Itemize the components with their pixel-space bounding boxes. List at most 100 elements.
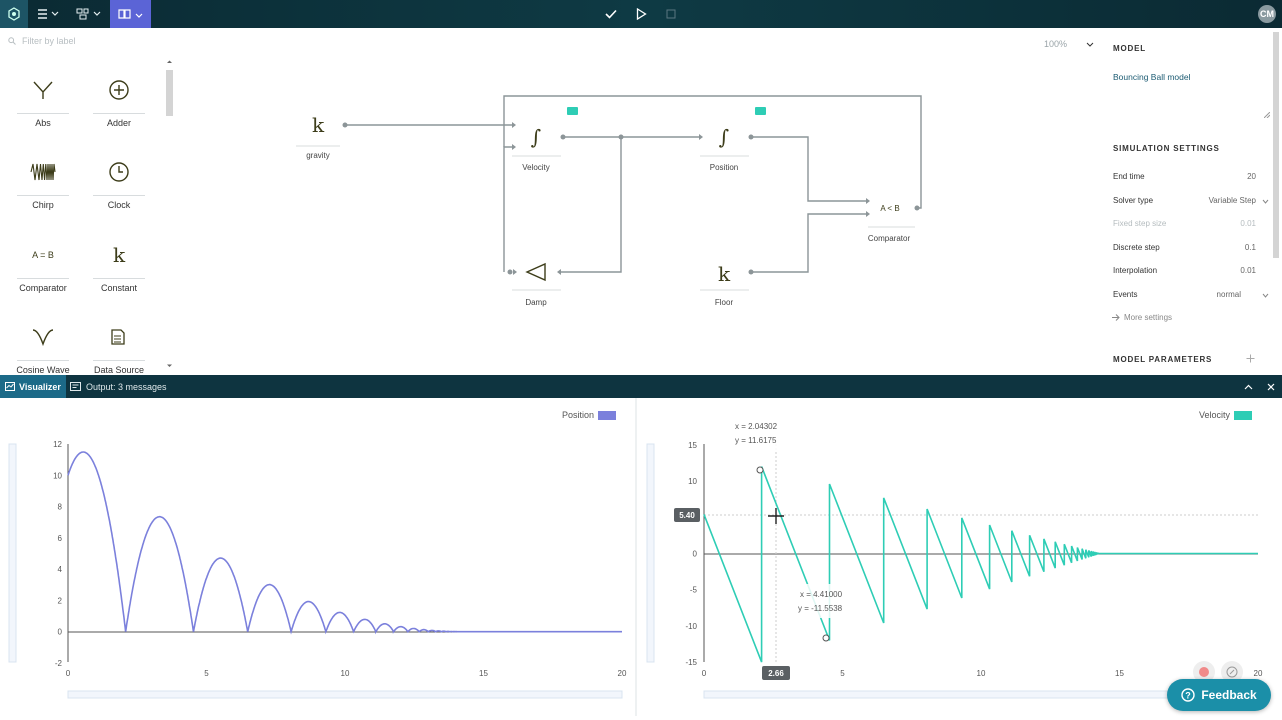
library-block-adder[interactable]: Adder (93, 66, 149, 138)
user-avatar[interactable]: CM (1258, 5, 1276, 23)
setting-solver-type[interactable]: Solver type Variable Step (1113, 196, 1269, 210)
feedback-button[interactable]: ? Feedback (1167, 679, 1271, 711)
comparator-glyph: A = B (32, 249, 54, 260)
node-floor[interactable]: k (700, 262, 749, 291)
layout-icon (76, 8, 101, 20)
model-name-textarea[interactable]: Bouncing Ball model (1113, 72, 1270, 118)
discrete-step-input[interactable]: 0.1 (1244, 243, 1256, 252)
legend-position[interactable]: Position (562, 410, 617, 420)
y-range-slider[interactable] (8, 443, 17, 663)
marker-point-1[interactable] (756, 466, 764, 474)
library-block-cosine-wave[interactable]: Cosine Wave (16, 313, 73, 385)
chevron-down-icon (1262, 199, 1269, 204)
svg-text:?: ? (1186, 691, 1192, 701)
solver-type-select[interactable]: Variable Step (1208, 196, 1256, 205)
setting-discrete-step[interactable]: Discrete step 0.1 (1113, 243, 1263, 257)
signal-wires (345, 95, 922, 273)
node-gravity[interactable]: k (296, 106, 340, 147)
setting-end-time[interactable]: End time 20 (1113, 172, 1263, 186)
annotate-button[interactable] (1221, 661, 1243, 683)
panel-scrollbar[interactable] (1273, 32, 1279, 362)
position-glyph: ∫ (719, 125, 729, 149)
help-icon: ? (1181, 688, 1196, 702)
node-label-position: Position (709, 163, 739, 172)
y-range-slider[interactable] (646, 443, 655, 663)
library-block-abs[interactable]: Abs (17, 66, 73, 138)
library-button[interactable] (110, 0, 151, 28)
velocity-glyph: ∫ (531, 125, 541, 149)
end-time-input[interactable]: 20 (1247, 172, 1256, 181)
library-book-icon (117, 9, 142, 19)
node-position[interactable]: ∫ (700, 107, 766, 157)
node-comparator[interactable]: A < B (868, 204, 915, 228)
pen-icon (1226, 666, 1238, 678)
x-tick-label: 10 (341, 669, 350, 678)
abs-icon (17, 66, 69, 114)
node-velocity[interactable]: ∫ (512, 107, 578, 157)
plot-divider[interactable] (635, 398, 637, 716)
layout-button[interactable] (74, 0, 104, 28)
zoom-level[interactable]: 100% (1044, 39, 1094, 49)
stop-icon (666, 9, 676, 19)
app-logo-icon[interactable] (0, 0, 28, 28)
more-settings-link[interactable]: More settings (1112, 313, 1172, 322)
position-series-line (67, 451, 622, 635)
block-label: Adder (106, 118, 132, 128)
adder-icon (93, 66, 145, 114)
library-block-comparator[interactable]: A = B Comparator (17, 231, 73, 303)
model-name-value: Bouncing Ball model (1113, 72, 1191, 82)
resize-handle-icon[interactable] (1264, 112, 1270, 118)
model-diagram: k ∫ ∫ A < B k (296, 95, 922, 291)
check-button[interactable] (602, 0, 620, 28)
menu-icon (38, 9, 59, 19)
x-tick-label: 10 (977, 669, 986, 678)
library-block-data-source[interactable]: Data Source (93, 313, 149, 385)
record-button[interactable] (1193, 661, 1215, 683)
library-block-chirp[interactable]: Chirp (17, 148, 73, 220)
legend-swatch (598, 410, 617, 420)
menu-button[interactable] (34, 0, 62, 28)
scroll-down-icon (167, 364, 172, 367)
close-panel-button[interactable] (1263, 375, 1279, 398)
library-block-constant[interactable]: k Constant (93, 231, 149, 303)
tab-visualizer[interactable]: Visualizer (0, 375, 66, 398)
run-button[interactable] (632, 0, 650, 28)
chevron-up-icon (1244, 384, 1252, 389)
block-label: Constant (100, 283, 138, 293)
legend-label: Velocity (1199, 410, 1231, 420)
model-canvas[interactable]: 100% k (178, 28, 1098, 375)
library-scrollbar[interactable] (166, 60, 173, 384)
tooltip-2-x: x = 4.41000 (800, 590, 843, 599)
setting-label: Discrete step (1113, 243, 1160, 252)
events-select[interactable]: normal (1216, 290, 1241, 299)
chevron-down-icon (1086, 42, 1093, 47)
setting-interpolation[interactable]: Interpolation 0.01 (1113, 266, 1263, 280)
tab-output[interactable]: Output: 3 messages (70, 375, 167, 398)
collapse-button[interactable] (1240, 375, 1256, 398)
library-scroll-thumb[interactable] (166, 70, 173, 116)
stop-button[interactable] (662, 0, 680, 28)
x-tick-label: 5 (204, 669, 209, 678)
tooltip-1 (724, 418, 796, 452)
marker-point-2[interactable] (822, 634, 830, 642)
node-damp[interactable] (512, 262, 561, 291)
legend-velocity[interactable]: Velocity (1199, 410, 1253, 420)
panel-scroll-thumb[interactable] (1273, 32, 1279, 258)
library-block-clock[interactable]: Clock (93, 148, 149, 220)
x-range-slider[interactable] (67, 690, 623, 699)
setting-events[interactable]: Events normal (1113, 290, 1269, 304)
interpolation-input[interactable]: 0.01 (1240, 266, 1256, 275)
y-tick-label: -2 (55, 659, 63, 668)
data-source-icon (93, 313, 145, 361)
fixed-step-input: 0.01 (1240, 219, 1256, 228)
add-parameter-icon[interactable] (1246, 354, 1255, 363)
x-tick-label: 0 (66, 669, 71, 678)
filter-input[interactable]: Filter by label (8, 36, 76, 46)
